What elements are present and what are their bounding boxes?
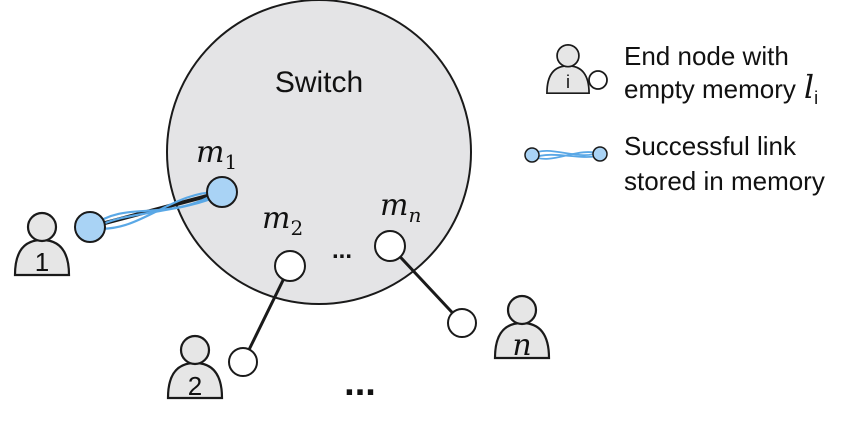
legend-end-node-line1: End node with: [624, 41, 789, 71]
legend-empty-memory-icon: [588, 70, 608, 90]
end-node-1-label: 1: [35, 247, 49, 277]
link-line-n: [388, 244, 464, 325]
switch-circle: [166, 0, 472, 305]
legend-end-node-icon-label: i: [566, 72, 570, 92]
memory-label-m2: m2: [262, 201, 303, 240]
legend-link-line2: stored in memory: [624, 166, 825, 196]
switch-label: Switch: [275, 66, 363, 99]
legend-link-icon: [524, 146, 608, 163]
end-node-2-label: 2: [188, 371, 202, 401]
end-node-n-label: n: [512, 328, 531, 363]
memory-ellipsis: ...: [332, 237, 352, 264]
end-memory-n: [447, 308, 477, 338]
memory-label-m1: m1: [196, 135, 237, 174]
memory-node-m2: [274, 250, 306, 282]
end-memory-1: [74, 211, 106, 243]
more-nodes-ellipsis: ...: [344, 362, 376, 404]
end-memory-2: [228, 347, 258, 377]
memory-label-mn: mn: [380, 188, 421, 227]
memory-node-mn: [374, 230, 406, 262]
memory-node-m1: [206, 176, 238, 208]
link-line-2: [241, 265, 292, 363]
legend-link-line1: Successful link: [624, 131, 797, 161]
